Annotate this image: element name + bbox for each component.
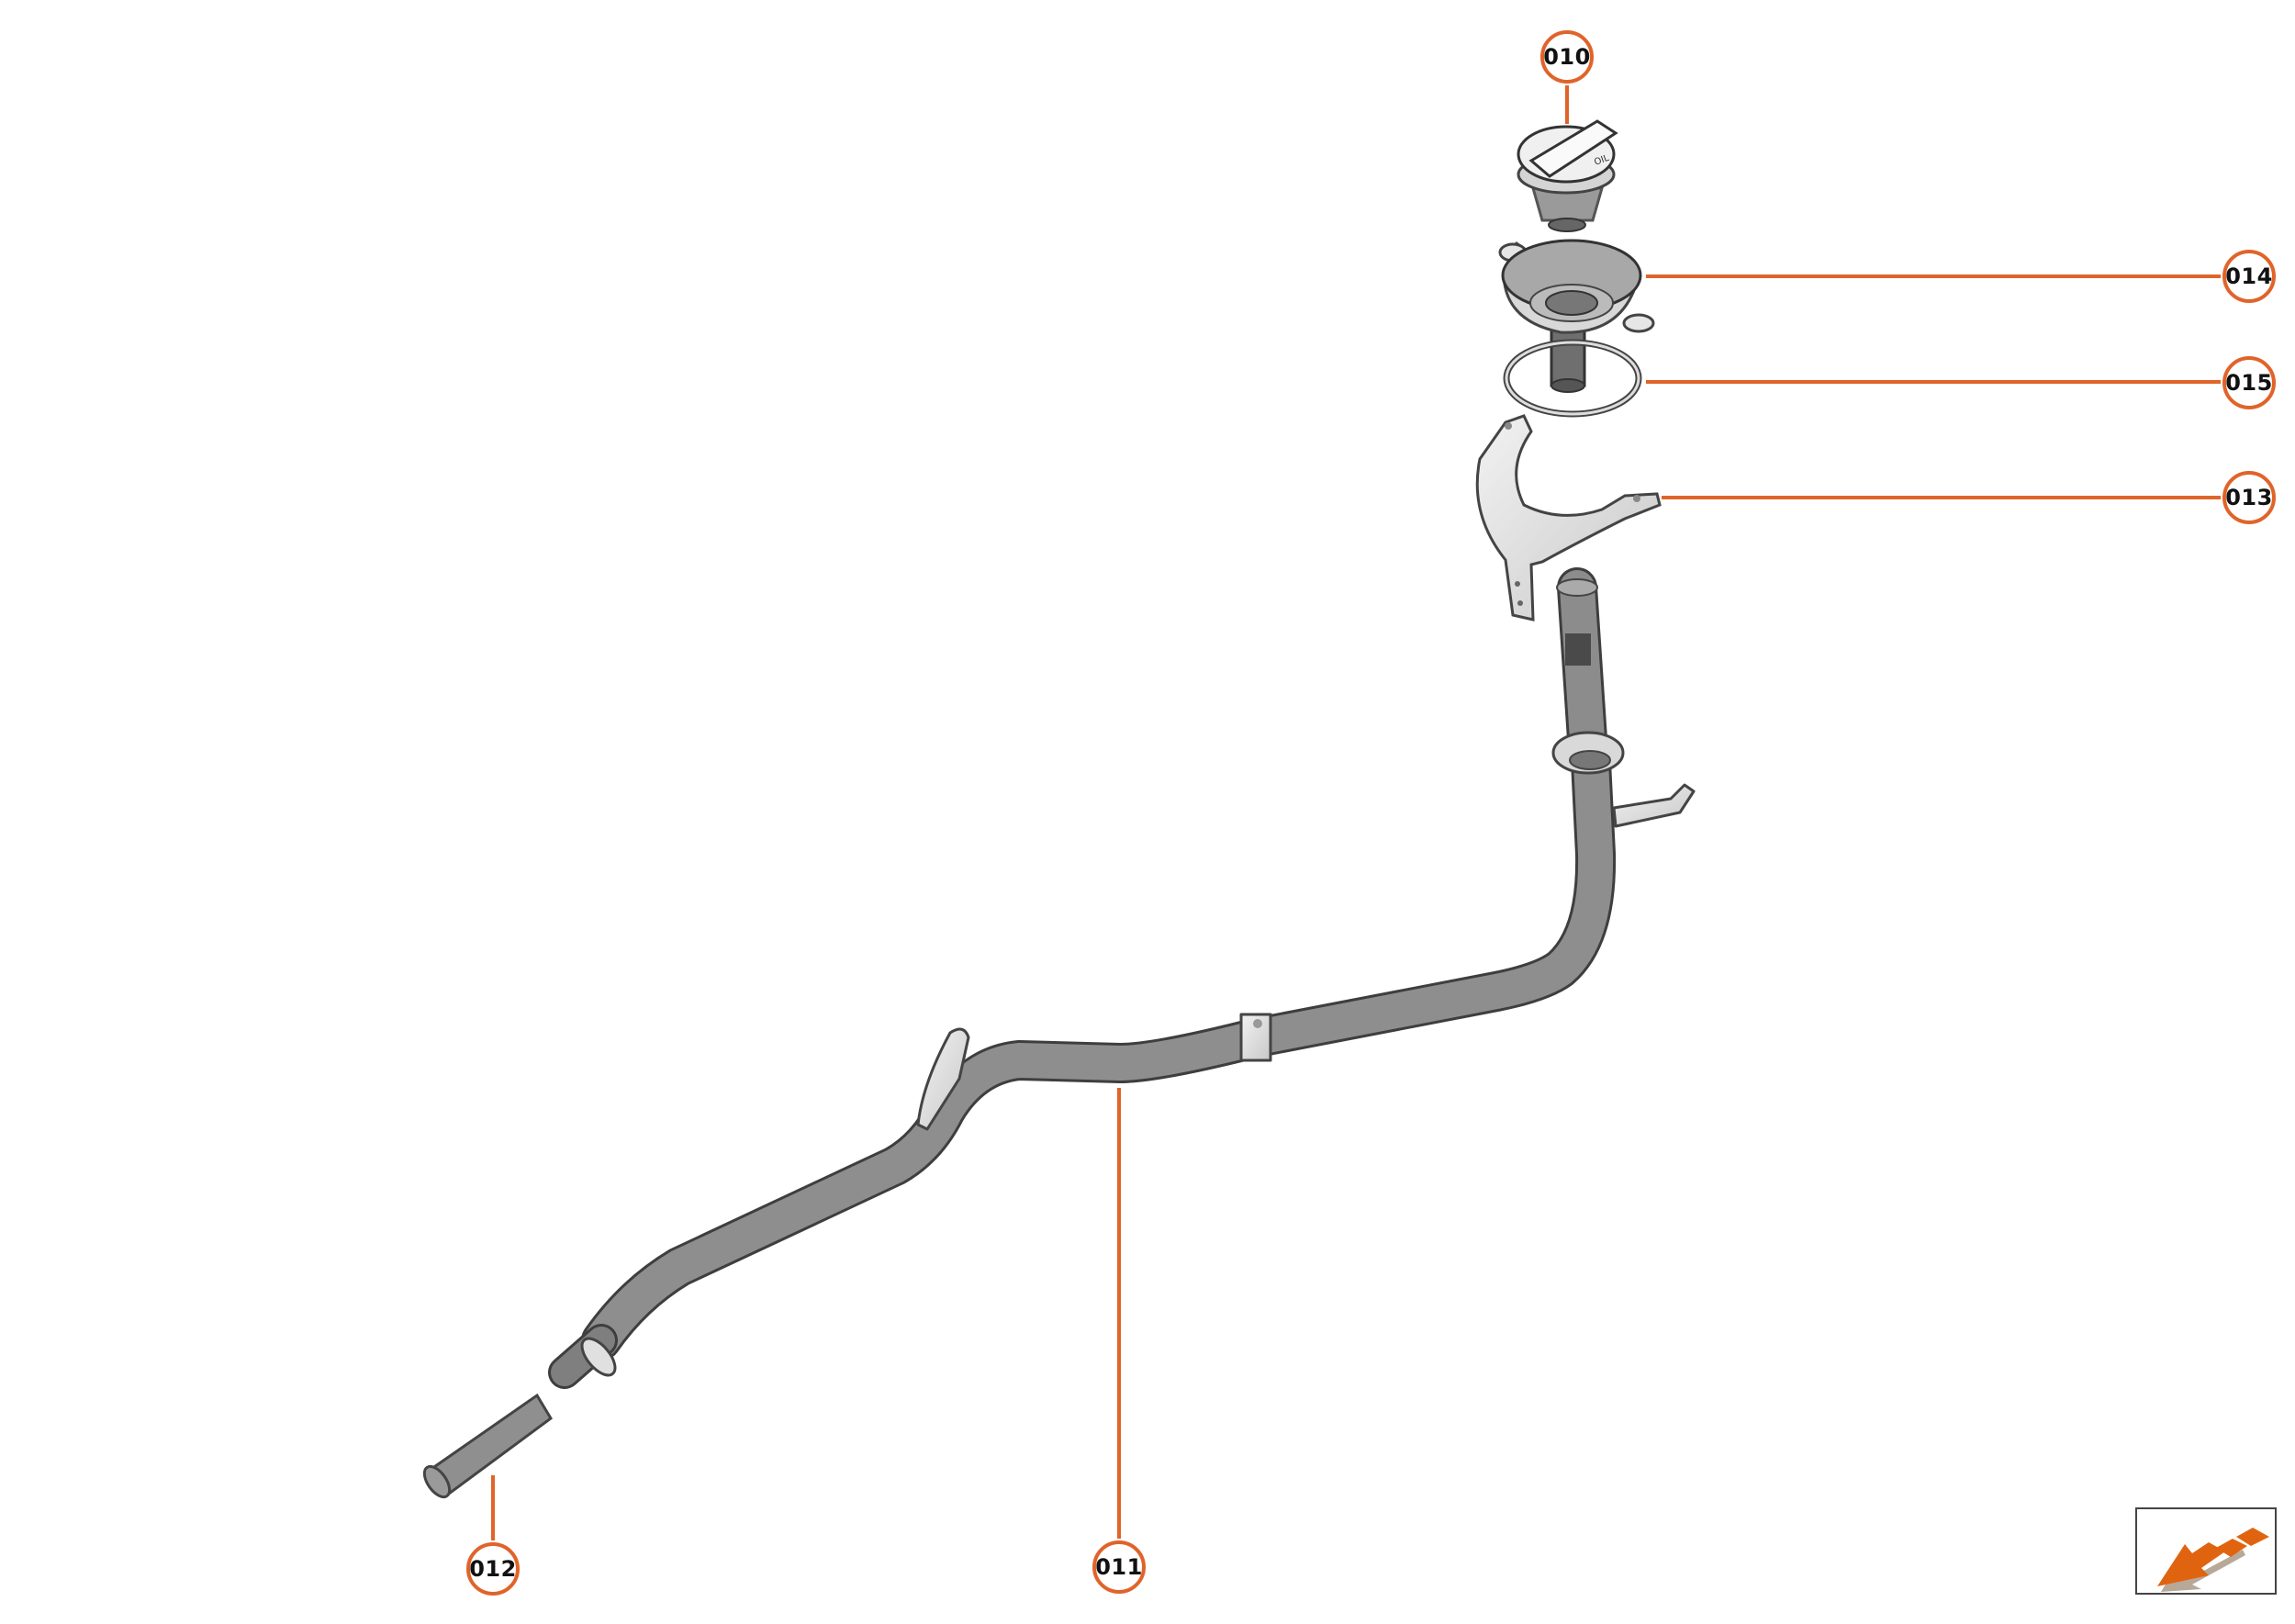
filler-pipe-part: [548, 567, 1696, 1389]
filler-cap-part: OIL: [1517, 119, 1618, 232]
callout-label: 013: [2225, 485, 2273, 510]
callout-015[interactable]: 015: [2222, 356, 2276, 409]
callout-label: 014: [2225, 263, 2273, 289]
callout-label: 012: [469, 1556, 517, 1582]
callout-label: 010: [1543, 44, 1591, 70]
callout-label: 011: [1095, 1554, 1143, 1580]
direction-arrow-icon: [2157, 1528, 2269, 1592]
navigate-direction-button[interactable]: [2135, 1507, 2277, 1595]
callout-label: 015: [2225, 370, 2273, 396]
callout-010[interactable]: 010: [1540, 30, 1594, 84]
seal-ring-part: [1503, 339, 1642, 418]
bracket-part: [1475, 414, 1662, 622]
filler-neck-part: [1498, 239, 1655, 393]
cap-marking: OIL: [1593, 153, 1611, 168]
callout-012[interactable]: 012: [466, 1542, 520, 1596]
callout-014[interactable]: 014: [2222, 250, 2276, 303]
callout-011[interactable]: 011: [1092, 1540, 1146, 1594]
hose-part: [422, 1393, 553, 1499]
leader-lines: [491, 85, 2221, 1540]
callout-013[interactable]: 013: [2222, 471, 2276, 524]
